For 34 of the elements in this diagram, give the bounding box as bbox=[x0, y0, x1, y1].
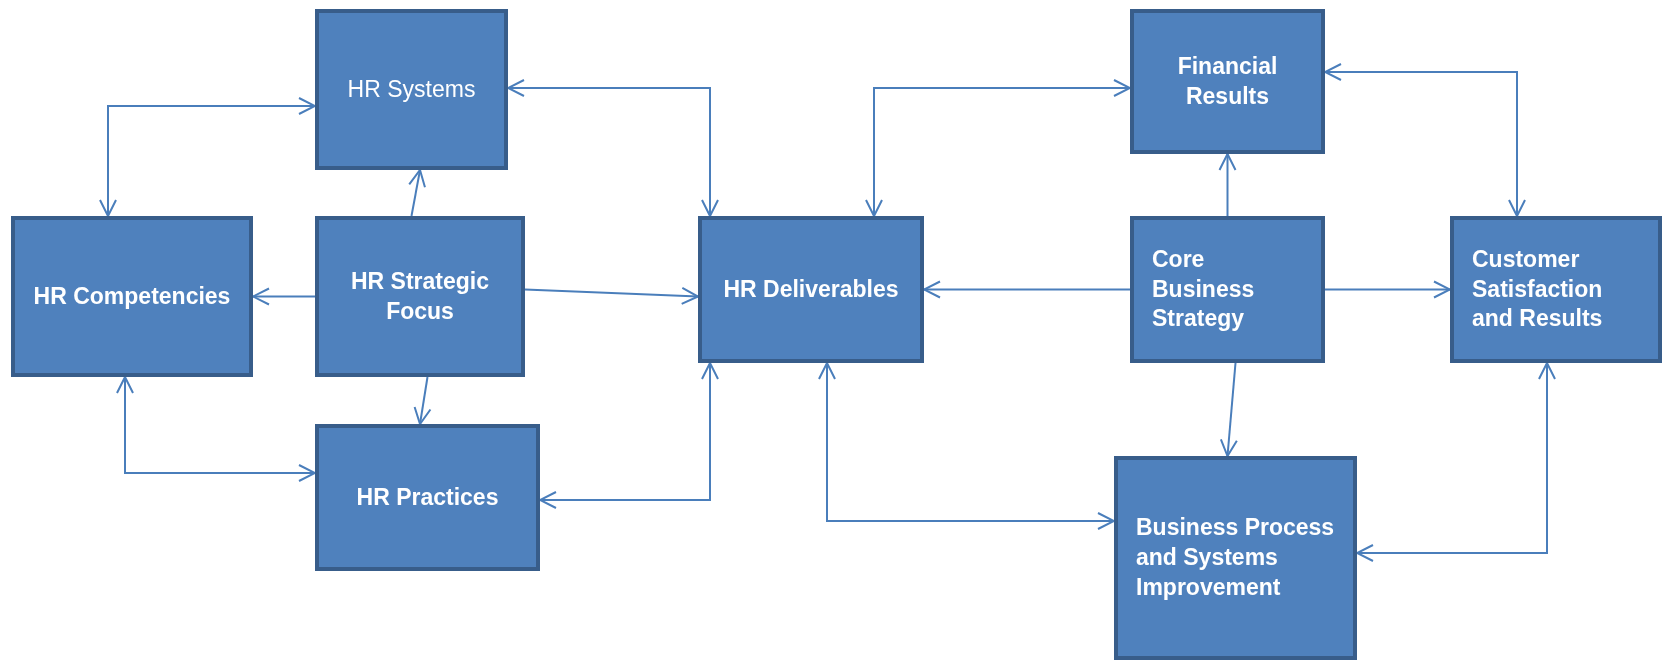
arrow bbox=[1219, 362, 1238, 457]
arrow bbox=[507, 79, 719, 217]
process-box bbox=[1114, 456, 1357, 660]
box-label: Core Business Strategy bbox=[1152, 244, 1256, 334]
arrow bbox=[923, 280, 1131, 299]
box-label: HR Competencies bbox=[33, 281, 231, 311]
arrow bbox=[818, 362, 1115, 530]
arrow bbox=[408, 169, 426, 217]
arrow bbox=[1356, 362, 1556, 562]
process-box bbox=[1130, 9, 1325, 154]
arrow bbox=[524, 286, 699, 305]
box-label: Financial Results bbox=[1176, 51, 1279, 111]
arrow bbox=[865, 79, 1131, 217]
box-label: HR Deliverables bbox=[722, 274, 900, 304]
arrow bbox=[539, 362, 719, 509]
arrow bbox=[1324, 280, 1451, 299]
process-box bbox=[11, 216, 253, 377]
arrow bbox=[99, 97, 316, 217]
process-box bbox=[315, 216, 525, 377]
box-label: HR Strategic Focus bbox=[349, 266, 490, 326]
arrow bbox=[1218, 153, 1237, 217]
box-label: HR Practices bbox=[355, 482, 500, 512]
arrow bbox=[1324, 63, 1526, 217]
process-box bbox=[315, 9, 508, 170]
arrow bbox=[252, 287, 316, 306]
box-label: Business Process and Systems Improvement bbox=[1136, 513, 1335, 602]
process-box bbox=[1130, 216, 1325, 363]
arrow bbox=[413, 376, 432, 425]
box-label: Customer Satisfaction and Results bbox=[1472, 244, 1604, 334]
process-box bbox=[698, 216, 924, 363]
process-box bbox=[1450, 216, 1662, 363]
arrow bbox=[116, 376, 316, 482]
box-label: HR Systems bbox=[346, 74, 477, 104]
process-box bbox=[315, 424, 540, 571]
